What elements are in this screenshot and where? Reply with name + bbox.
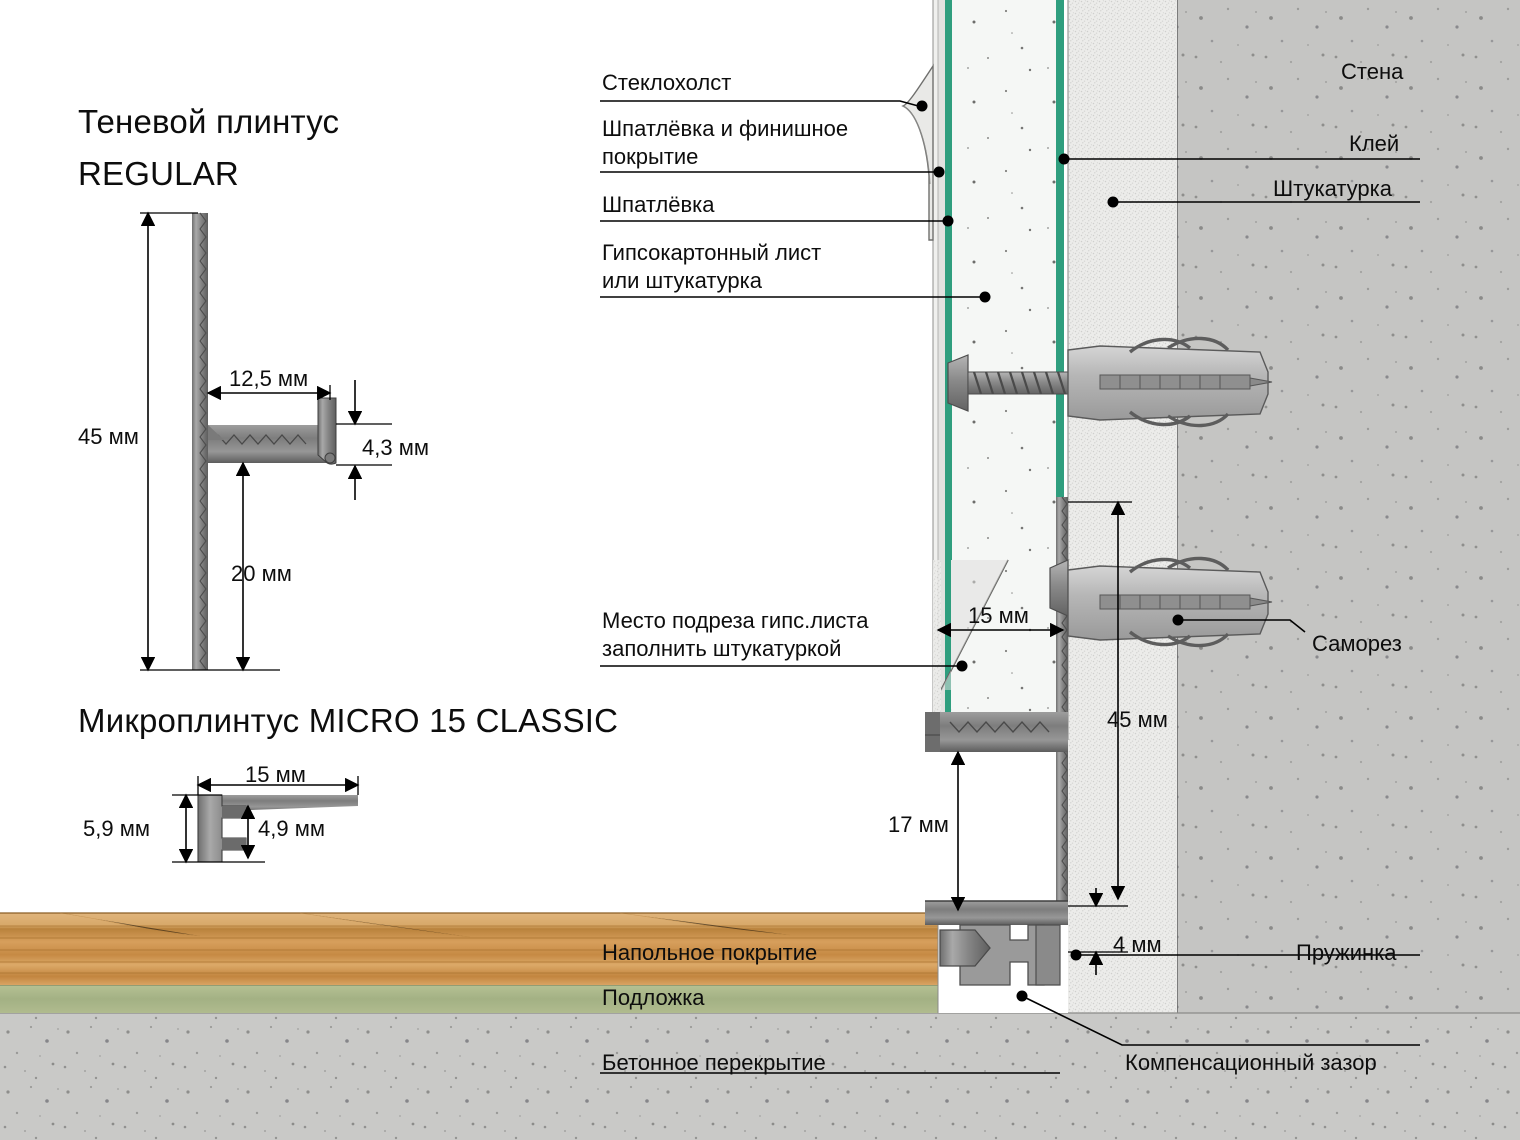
- underlay-layer: [0, 985, 938, 1013]
- label-underlay: Подложка: [602, 985, 705, 1010]
- label-putty-finish-line2: покрытие: [602, 144, 699, 169]
- dim-plinth-45: [1068, 500, 1132, 901]
- dim-regular-depth: 12,5 мм: [229, 366, 309, 391]
- label-drywall-line1: Гипсокартонный лист: [602, 240, 822, 265]
- dim-plinth-height: 45 мм: [1107, 707, 1168, 732]
- dowel-lower: [1067, 556, 1273, 648]
- dim-micro-height: 5,9 мм: [83, 816, 150, 841]
- label-cut-note-line1: Место подреза гипс.листа: [602, 608, 869, 633]
- dim-regular-lip: 4,3 мм: [362, 435, 429, 460]
- dim-regular-height: 45 мм: [78, 424, 139, 449]
- drywall-paper-right: [1056, 0, 1064, 740]
- regular-title-line2: REGULAR: [78, 155, 239, 192]
- dim-gap-width: 15 мм: [968, 603, 1029, 628]
- plinth-base-shelf: [925, 901, 1068, 925]
- leader-lines-right: [1021, 158, 1420, 1046]
- label-concrete-slab: Бетонное перекрытие: [602, 1050, 826, 1075]
- leader-dots-left: [916, 100, 991, 672]
- label-drywall-line2: или штукатурка: [602, 268, 763, 293]
- micro-title: Микроплинтус MICRO 15 CLASSIC: [78, 702, 619, 739]
- screw-lower: [1049, 559, 1069, 617]
- plinth-shelf-serration: [949, 720, 1050, 734]
- dim-micro-inner: 4,9 мм: [258, 816, 325, 841]
- dim-cavity-height: 17 мм: [888, 812, 949, 837]
- micro-profile-drawing: [172, 776, 360, 864]
- label-putty-finish-line1: Шпатлёвка и финишное: [602, 116, 849, 141]
- label-screw: Саморез: [1312, 631, 1402, 656]
- fiberglass-curl: [901, 63, 934, 241]
- dim-micro-width: 15 мм: [245, 762, 306, 787]
- leader-lines-left: [600, 100, 985, 667]
- dowel-upper: [1067, 336, 1273, 428]
- dim-base-height: 4 мм: [1113, 932, 1162, 957]
- label-glue: Клей: [1349, 131, 1400, 156]
- concrete-slab: [0, 1013, 1520, 1140]
- label-floor-covering: Напольное покрытие: [602, 940, 818, 965]
- plinth-top-shelf: [925, 712, 1068, 752]
- label-expansion-gap: Компенсационный зазор: [1125, 1050, 1377, 1075]
- label-putty: Шпатлёвка: [602, 192, 715, 217]
- dim-base-4: [1068, 888, 1128, 975]
- label-wall: Стена: [1341, 59, 1404, 84]
- label-fiberglass: Стеклохолст: [602, 70, 732, 95]
- putty-layer: [938, 0, 945, 740]
- dim-regular-leg: 20 мм: [231, 561, 292, 586]
- wall-concrete: [1177, 0, 1520, 1013]
- finish-layer: [933, 0, 938, 740]
- spring-wedge: [939, 929, 991, 967]
- regular-profile-drawing: [140, 211, 392, 672]
- label-cut-note-line2: заполнить штукатуркой: [602, 636, 842, 661]
- label-spring: Пружинка: [1296, 940, 1397, 965]
- label-plaster: Штукатурка: [1273, 176, 1393, 201]
- regular-title-line1: Теневой плинтус: [78, 103, 340, 140]
- spring-clip: [939, 924, 1061, 986]
- screw-upper: [947, 354, 1069, 412]
